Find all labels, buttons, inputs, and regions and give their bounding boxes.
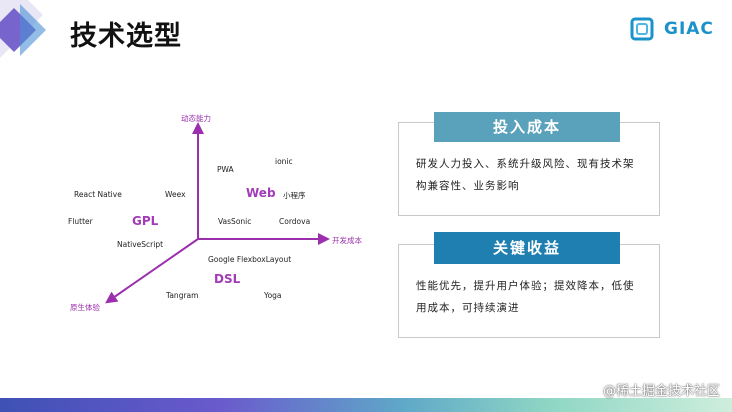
card-benefits-line1: 性能优先，提升用户体验；提效降本，低使 — [416, 280, 635, 292]
footer-bar — [0, 398, 732, 412]
page-title: 技术选型 — [70, 21, 182, 52]
axis-label-cost: 开发成本 — [332, 236, 362, 245]
category-dsl: DSL — [214, 272, 241, 286]
card-benefits-title: 关键收益 — [434, 232, 620, 264]
item-yoga: Yoga — [264, 291, 282, 300]
corner-decoration — [0, 0, 58, 58]
axis-label-dynamic: 动态能力 — [181, 114, 211, 123]
item-nativescript: NativeScript — [117, 240, 164, 249]
card-benefits-body: 性能优先，提升用户体验；提效降本，低使 用成本，可持续演进 — [416, 275, 652, 319]
item-react-native: React Native — [74, 190, 122, 199]
card-benefits-line2: 用成本，可持续演进 — [416, 302, 520, 314]
item-vassonic: VasSonic — [218, 217, 252, 226]
item-mini-program: 小程序 — [283, 191, 306, 200]
card-investment-title: 投入成本 — [434, 112, 620, 142]
item-cordova: Cordova — [279, 217, 311, 226]
item-weex: Weex — [165, 190, 186, 199]
logo-text: GIAC — [664, 19, 714, 39]
card-investment-line1: 研发人力投入、系统升级风险、现有技术架 — [416, 158, 635, 170]
category-gpl: GPL — [132, 214, 159, 228]
giac-logo — [630, 17, 654, 41]
card-investment-body: 研发人力投入、系统升级风险、现有技术架 构兼容性、业务影响 — [416, 153, 652, 197]
axis-down-left — [105, 238, 199, 304]
watermark: @稀土掘金技术社区 — [602, 384, 720, 399]
item-flutter: Flutter — [68, 217, 93, 226]
card-investment-line2: 构兼容性、业务影响 — [416, 180, 520, 192]
category-web: Web — [246, 186, 276, 200]
axis-label-native: 原生体验 — [70, 303, 100, 312]
item-google-flexbox: Google FlexboxLayout — [208, 255, 292, 264]
item-tangram: Tangram — [166, 291, 199, 300]
item-pwa: PWA — [217, 165, 234, 174]
item-ionic: ionic — [275, 157, 293, 166]
